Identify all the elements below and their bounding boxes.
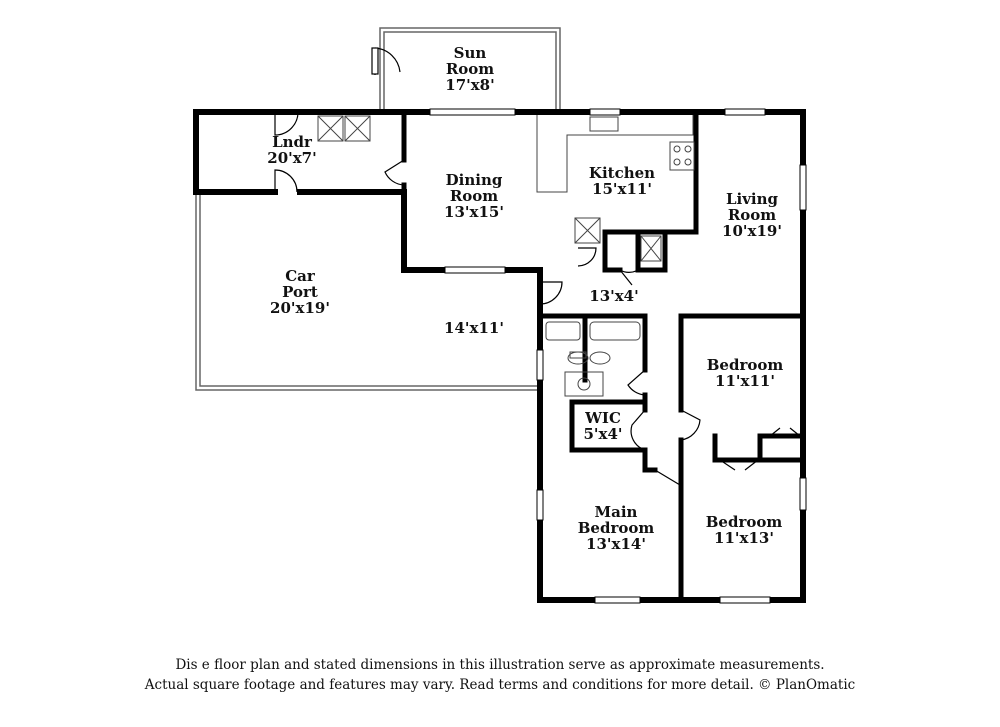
sun-room-outline bbox=[379, 27, 561, 110]
car-port-label: Car Port 20'x19' bbox=[270, 268, 330, 316]
living-room-name-1: Living bbox=[725, 190, 779, 208]
thin-outlines bbox=[195, 27, 561, 391]
door-bed1 bbox=[680, 409, 701, 441]
hall-label: 13'x4' bbox=[589, 288, 638, 304]
window-den-north bbox=[444, 266, 506, 274]
living-room-label: Living Room 10'x19' bbox=[722, 191, 782, 239]
car-port-dim: 20'x19' bbox=[270, 299, 330, 317]
windows bbox=[429, 108, 807, 604]
shower bbox=[545, 321, 581, 341]
door-closet-bed1 bbox=[769, 427, 801, 437]
den-dim: 14'x11' bbox=[444, 319, 504, 337]
bathtub bbox=[589, 321, 641, 341]
sun-room-outline-inner bbox=[383, 31, 557, 110]
window-kitchen bbox=[589, 108, 621, 116]
main-bedroom-label: Main Bedroom 13'x14' bbox=[578, 504, 655, 552]
kitchen-sink bbox=[589, 116, 619, 132]
sun-room-name-2: Room bbox=[445, 60, 495, 78]
kitchen-label: Kitchen 15'x11' bbox=[589, 165, 655, 197]
door-laundry-south bbox=[274, 169, 298, 193]
door-sunroom bbox=[374, 47, 401, 75]
wic-dim: 5'x4' bbox=[583, 425, 623, 443]
exterior-walls bbox=[193, 109, 806, 603]
window-bed2-south bbox=[719, 596, 771, 604]
kitchen-name: Kitchen bbox=[588, 164, 656, 182]
door-sunroom-frame bbox=[371, 47, 379, 75]
car-port-name-1: Car bbox=[285, 267, 315, 285]
kitchen-dim: 15'x11' bbox=[592, 180, 652, 198]
living-room-dim: 10'x19' bbox=[722, 222, 782, 240]
window-main-south bbox=[594, 596, 641, 604]
main-bedroom-name-2: Bedroom bbox=[577, 519, 655, 537]
dining-room-dim: 13'x15' bbox=[444, 203, 504, 221]
living-room-name-2: Room bbox=[727, 206, 777, 224]
door-wic bbox=[630, 409, 646, 451]
laundry-name: Lndr bbox=[272, 133, 312, 151]
kitchen-counter bbox=[536, 115, 694, 193]
bedroom-2-label: Bedroom 11'x13' bbox=[706, 514, 783, 546]
dining-room-name-2: Room bbox=[449, 187, 499, 205]
laundry-dim: 20'x7' bbox=[267, 149, 317, 167]
hall-dim: 13'x4' bbox=[589, 287, 639, 305]
bedroom-1-name: Bedroom bbox=[706, 356, 784, 374]
door-laundry-dining bbox=[384, 159, 405, 186]
water-heater bbox=[640, 235, 662, 262]
disclaimer-line-1: Dis e floor plan and stated dimensions i… bbox=[175, 657, 825, 673]
window-bath-west bbox=[536, 349, 544, 381]
window-dining bbox=[429, 108, 516, 116]
bedroom-1-dim: 11'x11' bbox=[715, 372, 775, 390]
window-living-north bbox=[724, 108, 766, 116]
dryer bbox=[344, 115, 371, 142]
window-bed2-east bbox=[799, 477, 807, 511]
disclaimer-line-2: Actual square footage and features may v… bbox=[144, 677, 856, 693]
door-bath bbox=[627, 369, 646, 396]
main-bedroom-dim: 13'x14' bbox=[586, 535, 646, 553]
wic-name: WIC bbox=[585, 409, 621, 427]
dining-room-name-1: Dining bbox=[445, 171, 503, 189]
window-living-east bbox=[799, 164, 807, 211]
door-kitchen-pantry bbox=[577, 247, 597, 267]
bedroom-2-name: Bedroom bbox=[705, 513, 783, 531]
door-main bbox=[654, 469, 683, 486]
bedroom-2-dim: 11'x13' bbox=[714, 529, 774, 547]
car-port-outline bbox=[195, 192, 540, 391]
wic-label: WIC 5'x4' bbox=[583, 410, 622, 442]
fixtures bbox=[317, 115, 695, 397]
interior-walls bbox=[401, 109, 806, 603]
door-closet-bed2 bbox=[719, 459, 759, 471]
main-bedroom-name-1: Main bbox=[594, 503, 638, 521]
doors bbox=[274, 47, 801, 486]
washer bbox=[317, 115, 344, 142]
door-laundry-north bbox=[274, 111, 299, 136]
stove bbox=[669, 141, 695, 171]
dining-room-label: Dining Room 13'x15' bbox=[444, 172, 504, 220]
sun-room-dim: 17'x8' bbox=[445, 76, 495, 94]
sun-room-label: Sun Room 17'x8' bbox=[445, 45, 494, 93]
bedroom-1-label: Bedroom 11'x11' bbox=[707, 357, 784, 389]
car-port-name-2: Port bbox=[282, 283, 318, 301]
sun-room-name-1: Sun bbox=[453, 44, 487, 62]
window-main-west bbox=[536, 489, 544, 521]
door-den-bath bbox=[539, 281, 563, 305]
car-port-outline-inner bbox=[199, 192, 540, 387]
den-label: 14'x11' bbox=[444, 320, 504, 336]
vanity bbox=[564, 371, 604, 397]
laundry-label: Lndr 20'x7' bbox=[267, 134, 316, 166]
fridge bbox=[574, 217, 601, 244]
door-pantry bbox=[619, 269, 639, 286]
